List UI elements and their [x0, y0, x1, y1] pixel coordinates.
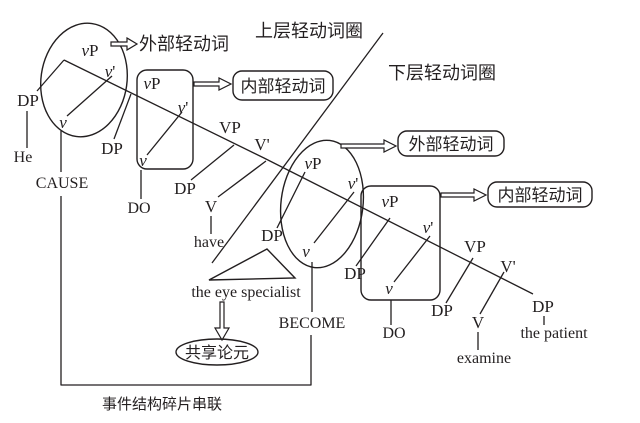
lower-internal-lightverb-box	[360, 185, 441, 301]
dp-triangle	[208, 248, 297, 281]
node-v-2: v	[139, 151, 147, 170]
branch-dp1	[36, 59, 65, 92]
node-vp-1: vP	[81, 41, 98, 60]
node-dp-4: DP	[344, 264, 366, 283]
node-dp-1: DP	[17, 91, 39, 110]
node-vp-phrase-1: VP	[219, 118, 241, 137]
event-chain-bracket	[60, 196, 312, 386]
node-v-3: v	[302, 242, 310, 261]
main-spine-line	[63, 59, 534, 295]
terminal-patient: the patient	[520, 325, 588, 342]
node-vbar-big-1: V'	[254, 135, 269, 154]
terminal-he: He	[14, 149, 33, 166]
arrow-internal-upper-icon	[193, 77, 233, 91]
node-dp-specialist: DP	[261, 226, 283, 245]
label-external-upper: 外部轻动词	[139, 34, 229, 55]
terminal-examine: examine	[457, 350, 511, 367]
node-vbar-big-2: V'	[500, 257, 515, 276]
label-lower-layer: 下层轻动词圈	[388, 63, 496, 84]
node-v-examine: V	[472, 313, 485, 332]
label-upper-layer: 上层轻动词圈	[255, 21, 363, 42]
node-vp-phrase-2: VP	[464, 237, 486, 256]
branch-v2	[146, 111, 183, 156]
terminal-do-upper: DO	[127, 200, 150, 217]
upper-internal-lightverb-box	[136, 69, 194, 170]
lower-external-lightverb-ellipse	[279, 139, 365, 269]
node-dp-3: DP	[174, 179, 196, 198]
callout-box-internal-lower	[487, 181, 593, 208]
branch-v-examine	[479, 271, 505, 315]
branch-dp3	[190, 144, 235, 181]
label-internal-upper: 内部轻动词	[241, 77, 326, 97]
branch-dp2	[113, 93, 132, 140]
terminal-have: have	[194, 234, 224, 251]
branch-v4	[393, 235, 431, 283]
label-internal-lower: 内部轻动词	[498, 186, 583, 206]
upper-external-lightverb-ellipse	[39, 22, 129, 138]
callout-box-internal-upper	[232, 70, 334, 101]
label-external-lower: 外部轻动词	[409, 135, 494, 155]
arrow-shared-argument-icon	[213, 301, 231, 342]
branch-v-have	[217, 160, 267, 198]
branch-dp5	[445, 257, 474, 304]
node-v-1: v	[59, 113, 67, 132]
callout-box-external-lower	[397, 130, 505, 157]
terminal-cause: CAUSE	[36, 175, 88, 192]
arrow-internal-lower-icon	[440, 188, 488, 202]
node-vp-2: vP	[143, 74, 160, 93]
node-vbar-4: v'	[423, 218, 434, 237]
node-vbar-3: v'	[348, 174, 359, 193]
node-vbar-2: v'	[178, 98, 189, 117]
node-v-4: v	[385, 279, 393, 298]
terminal-become: BECOME	[279, 315, 346, 332]
label-shared-argument: 共享论元	[185, 343, 249, 362]
branch-dp-specialist	[276, 171, 306, 229]
node-dp-5: DP	[431, 301, 453, 320]
branch-v3	[313, 191, 355, 244]
node-dp-2: DP	[101, 139, 123, 158]
label-bottom-caption: 事件结构碎片串联	[102, 395, 222, 413]
node-v-have: V	[205, 197, 218, 216]
terminal-do-lower: DO	[382, 325, 405, 342]
arrow-external-upper-icon	[110, 36, 139, 52]
layer-divider-line	[211, 32, 384, 264]
branch-v1	[66, 75, 113, 117]
shared-argument-ellipse	[175, 338, 259, 366]
node-vp-3: vP	[304, 154, 321, 173]
node-vbar-1: v'	[105, 62, 116, 81]
node-vp-4: vP	[381, 192, 398, 211]
terminal-eye-specialist: the eye specialist	[191, 284, 301, 301]
node-dp-patient: DP	[532, 297, 554, 316]
arrow-external-lower-icon	[340, 139, 398, 153]
